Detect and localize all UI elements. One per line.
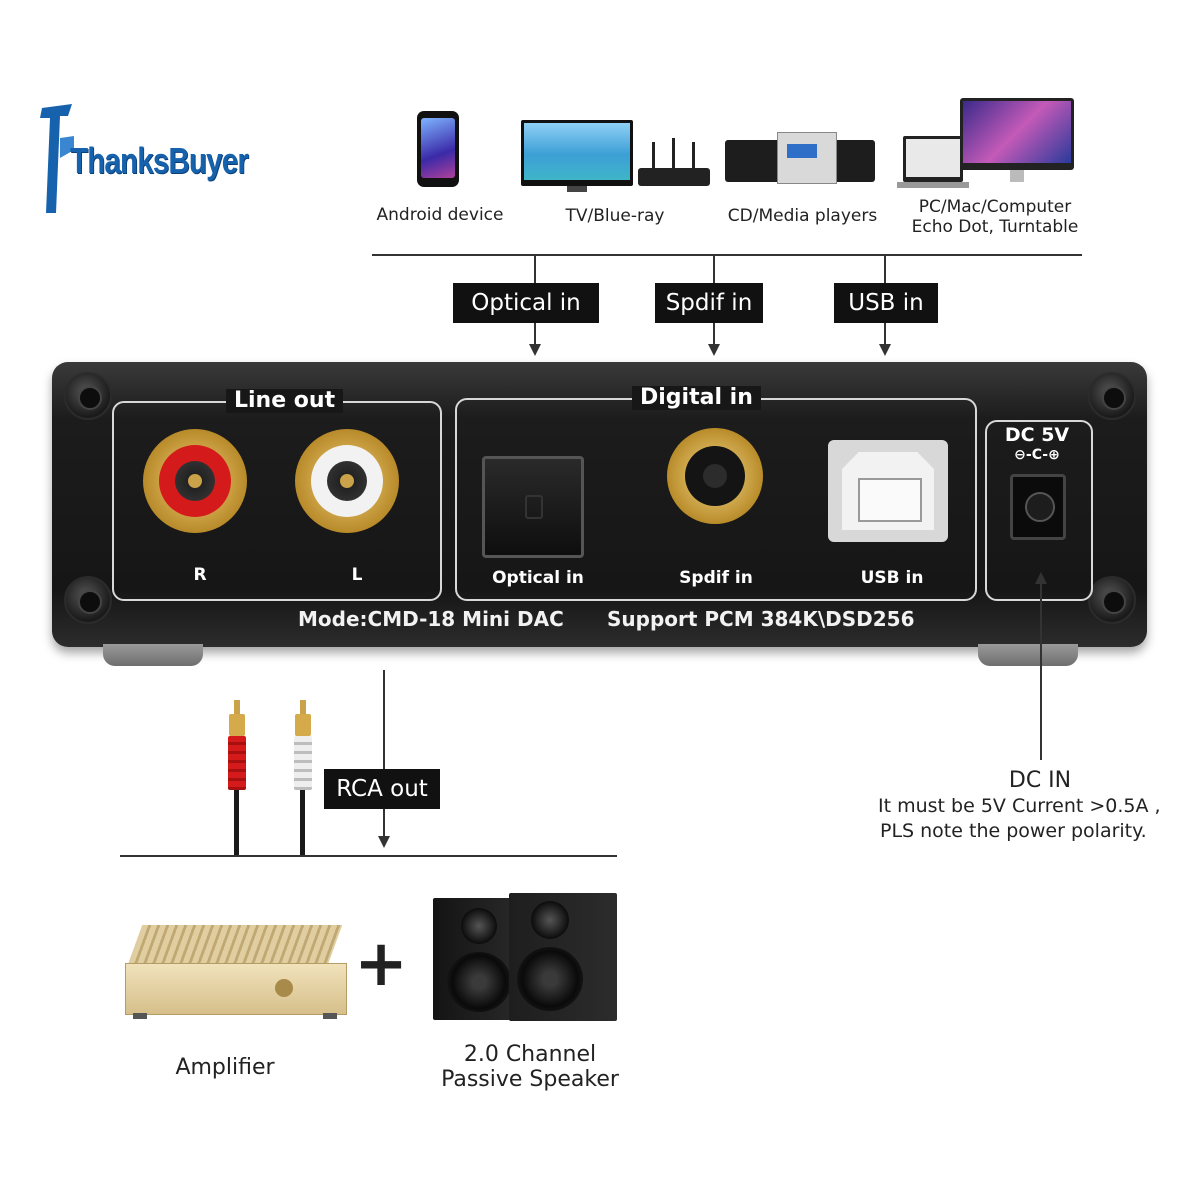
rca-out-tag: RCA out <box>324 769 440 809</box>
media-player-icon <box>725 132 875 184</box>
rca-right-jack[interactable] <box>143 429 247 533</box>
speaker-label-line2: Passive Speaker <box>441 1067 619 1092</box>
rca-connector-line <box>383 670 385 840</box>
laptop-icon <box>897 136 969 188</box>
dc-in-connector-line <box>1040 584 1042 760</box>
screw-icon-top-left <box>64 372 112 420</box>
digital-in-title: Digital in <box>632 386 761 410</box>
dc-in-note-line1: It must be 5V Current >0.5A , <box>878 795 1161 817</box>
dc-group <box>985 420 1093 601</box>
dc-in-note-line2: PLS note the power polarity. <box>880 820 1147 842</box>
screw-icon-bottom-left <box>64 576 112 624</box>
rca-left-label: L <box>351 565 363 585</box>
amplifier-label: Amplifier <box>175 1055 275 1080</box>
dc-5v-label: DC 5V <box>1004 424 1070 446</box>
usb-in-tag: USB in <box>834 283 938 323</box>
model-text: Mode:CMD-18 Mini DAC <box>298 607 564 631</box>
polarity-icon: ⊖-C-⊕ <box>1014 447 1060 463</box>
plus-icon: + <box>354 927 408 1001</box>
speaker-right-icon <box>509 893 617 1021</box>
speaker-label-line1: 2.0 Channel <box>463 1042 597 1067</box>
panel-foot-left <box>103 644 203 666</box>
smartphone-icon <box>417 111 459 187</box>
dc-in-title: DC IN <box>1008 768 1072 793</box>
rca-cable-red-plug <box>228 700 246 790</box>
dc-power-jack[interactable] <box>1010 474 1066 540</box>
spdif-coax-port[interactable] <box>667 428 763 524</box>
output-divider-line <box>120 855 617 857</box>
source-label-computer-2: Echo Dot, Turntable <box>911 217 1079 237</box>
usb-arrow-icon <box>879 344 891 356</box>
amplifier-icon <box>125 925 347 1020</box>
brand-mark-icon <box>40 104 74 213</box>
monitor-icon <box>960 98 1074 182</box>
optical-port[interactable] <box>482 456 584 558</box>
source-label-computer-1: PC/Mac/Computer <box>918 197 1072 217</box>
screw-icon-top-right <box>1088 372 1136 420</box>
router-icon <box>638 138 710 186</box>
support-text: Support PCM 384K\DSD256 <box>607 607 915 631</box>
source-divider-line <box>372 254 1082 256</box>
rca-left-jack[interactable] <box>295 429 399 533</box>
rca-cable-white-wire <box>300 790 305 856</box>
source-label-android: Android device <box>376 205 504 225</box>
brand-name: ThanksBuyer <box>70 140 249 181</box>
spdif-in-tag: Spdif in <box>655 283 763 323</box>
source-label-tv: TV/Blue-ray <box>565 206 665 226</box>
dc-in-arrow-icon <box>1035 572 1047 584</box>
usb-port-label: USB in <box>860 568 924 588</box>
source-label-media: CD/Media players <box>727 206 878 226</box>
line-out-title: Line out <box>226 389 344 413</box>
spdif-port-label: Spdif in <box>679 568 753 588</box>
panel-foot-right <box>978 644 1078 666</box>
tv-icon <box>521 120 633 192</box>
screw-icon-bottom-right <box>1088 576 1136 624</box>
rca-right-label: R <box>193 565 207 585</box>
brand-logo <box>38 98 213 218</box>
rca-cable-red-wire <box>234 790 239 856</box>
rca-cable-white-plug <box>294 700 312 790</box>
rca-out-arrow-icon <box>378 836 390 848</box>
optical-port-label: Optical in <box>492 568 584 588</box>
usb-b-port[interactable] <box>828 440 948 542</box>
optical-in-tag: Optical in <box>453 283 599 323</box>
optical-arrow-icon <box>529 344 541 356</box>
spdif-arrow-icon <box>708 344 720 356</box>
